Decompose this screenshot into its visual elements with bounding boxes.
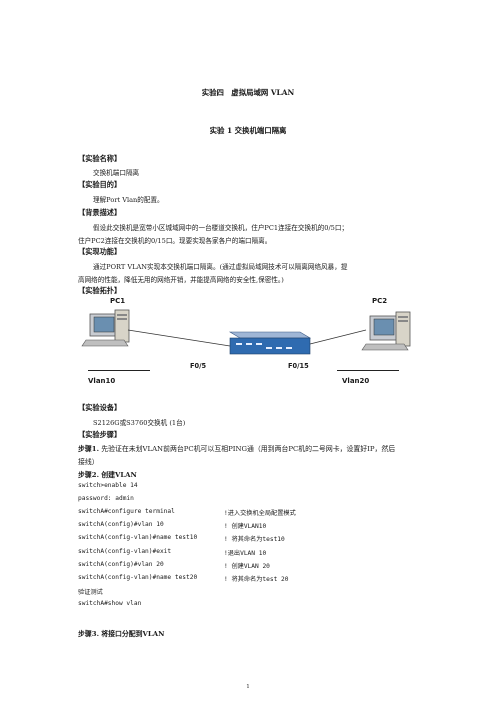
- step1-line: 步骤1. 先验证在未划VLAN前两台PC机可以互相PING通（用到两台PC机的二…: [78, 443, 395, 453]
- pc1-computer-icon: [81, 309, 130, 347]
- section-equip-title: 【实验设备】: [78, 403, 122, 412]
- switch-icon: [228, 331, 312, 355]
- command-line: switchA#configure terminal: [78, 508, 175, 516]
- section-name-title: 【实验名称】: [78, 154, 122, 163]
- pc2-computer-icon: [361, 311, 411, 351]
- command-comment: !退出VLAN 10: [224, 549, 267, 557]
- page-number: 1: [246, 684, 250, 690]
- command-line: switchA#show vlan: [78, 599, 142, 607]
- vlan10-label: Vlan10: [88, 377, 116, 385]
- vlan20-bar: [337, 370, 399, 371]
- step2-label: 步骤2.: [78, 471, 99, 479]
- command-comment: ! 将其命名为test10: [224, 536, 285, 544]
- command-line: switchA(config)#vlan 20: [78, 560, 164, 568]
- step3-line: 步骤3. 将接口分配到VLAN: [78, 628, 164, 638]
- link-pc1-switch: [127, 329, 231, 347]
- command-line: switchA(config)#vlan 10: [78, 521, 164, 529]
- page-subtitle: 实验 1 交换机端口隔离: [209, 126, 287, 135]
- step3-text: 将接口分配到VLAN: [101, 630, 165, 638]
- step1-text-cont: 接线）: [78, 458, 99, 466]
- step1-text: 先验证在未划VLAN前两台PC机可以互相PING通（用到两台PC机的二号网卡，设…: [101, 445, 396, 453]
- section-bg-title: 【背景描述】: [78, 208, 122, 217]
- section-name-body: 交换机端口隔离: [93, 169, 140, 177]
- topology-diagram: [81, 309, 411, 355]
- command-comment: !进入交换机全局配置模式: [224, 510, 296, 518]
- command-line: 验证测试: [78, 588, 103, 596]
- pc1-label: PC1: [110, 297, 126, 305]
- section-func-line2: 高网络的性能，降低无用的网络开销，并能提高网络的安全性,保密性。): [78, 276, 284, 284]
- command-line: password: admin: [78, 495, 134, 503]
- section-bg-line1: 假设此交换机是宽带小区城域网中的一台楼道交换机，住户PC1连接在交换机的0/5口…: [93, 224, 349, 232]
- step2-line: 步骤2. 创建VLAN: [78, 469, 137, 479]
- section-goal-body: 理解Port Vlan的配置。: [93, 196, 164, 204]
- section-func-line1: 通过PORT VLAN实现本交换机端口隔离。(通过虚拟局域网技术可以隔离网络风暴…: [93, 263, 348, 271]
- command-line: switch>enable 14: [78, 482, 138, 489]
- command-line: switchA(config-vlan)#name test20: [78, 573, 198, 581]
- vlan20-label: Vlan20: [342, 377, 370, 385]
- command-line: switchA(config-vlan)#name test10: [78, 534, 198, 542]
- section-goal-title: 【实验目的】: [78, 180, 122, 189]
- step1-label: 步骤1.: [78, 445, 99, 453]
- step2-text: 创建VLAN: [101, 471, 137, 479]
- command-comment: ! 创建VLAN 20: [224, 562, 270, 570]
- page-title: 实验四 虚拟局域网 VLAN: [201, 88, 295, 97]
- link-switch-pc2: [301, 329, 367, 347]
- section-bg-line2: 住户PC2连接在交换机的0/15口。现要实现各家各户的端口隔离。: [78, 237, 272, 245]
- section-steps-title: 【实验步骤】: [78, 430, 122, 439]
- step3-label: 步骤3.: [78, 630, 99, 638]
- section-topo-title: 【实验拓扑】: [78, 286, 122, 295]
- section-func-title: 【实现功能】: [78, 247, 122, 256]
- port-f015-label: F0/15: [288, 362, 309, 370]
- port-f05-label: F0/5: [190, 362, 207, 370]
- command-comment: ! 将其命名为test 20: [224, 575, 289, 583]
- command-line: switchA(config-vlan)#exit: [78, 547, 172, 555]
- command-comment: ! 创建VLAN10: [224, 523, 267, 531]
- section-equip-body: S2126G或S3760交换机 (1台): [93, 419, 186, 427]
- pc2-label: PC2: [372, 297, 388, 305]
- vlan10-bar: [88, 370, 150, 371]
